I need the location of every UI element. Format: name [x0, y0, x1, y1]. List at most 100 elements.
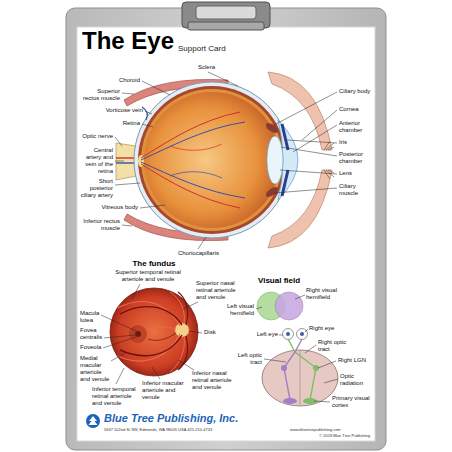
leader-line [318, 361, 336, 368]
part-label: Choroid [119, 77, 140, 84]
part-label: Posterior chamber [339, 151, 373, 165]
leader-line [140, 205, 165, 208]
part-label: Left eye [257, 331, 278, 338]
eye-cross-section [170, 172, 222, 178]
leader-line [116, 368, 124, 384]
leader-line [274, 188, 337, 193]
fundus [148, 333, 176, 340]
visual-pathway [283, 398, 297, 404]
part-label: Ciliary muscle [339, 183, 373, 197]
leader-line [189, 331, 202, 333]
publisher-logo [89, 416, 98, 425]
eye-cross-section [141, 122, 245, 160]
visual-pathway [300, 332, 304, 336]
part-label: Right eye [309, 325, 334, 332]
eye-cross-section [141, 162, 245, 198]
leader-line [142, 124, 153, 127]
leader-line [198, 237, 206, 249]
part-label: Left visual hemifield [220, 303, 254, 317]
leader-line [281, 147, 337, 156]
leader-line [287, 140, 337, 143]
part-label: Right optic tract [318, 339, 358, 353]
eye-cross-section [141, 112, 240, 158]
leader-line [324, 379, 338, 383]
part-label: Medial macular arteriole and venule [80, 355, 110, 383]
eyelid [268, 170, 332, 248]
leader-line [208, 72, 238, 86]
part-label: Central artery and vein of the retina [81, 147, 113, 175]
part-label: Ciliary body [339, 88, 370, 95]
fundus [175, 323, 189, 337]
leader-line [280, 170, 337, 174]
eyelid [268, 72, 332, 150]
publisher-logo [86, 414, 100, 428]
part-label: Vorticose vein [106, 107, 143, 114]
fundus [110, 288, 198, 376]
fundus [129, 325, 147, 343]
visual-pathway [300, 351, 301, 405]
part-label: Lens [339, 170, 352, 177]
part-label: Inferior temporal retinal arteriole and … [92, 386, 138, 407]
part-label: Choriocapillaris [178, 250, 219, 257]
part-label: Cornea [339, 106, 359, 113]
leader-line [145, 111, 152, 114]
visual-pathway [283, 329, 294, 340]
eye-cross-section [141, 89, 283, 231]
fundus [135, 331, 141, 337]
eye-cross-section [282, 124, 288, 150]
fundus [110, 288, 198, 376]
eye-cross-section [144, 92, 280, 228]
leader-line [122, 93, 134, 94]
leader-line [132, 284, 140, 299]
leader-line [295, 295, 305, 299]
clipboard [66, 2, 386, 450]
eye-cross-section [134, 82, 290, 238]
leader-line [115, 183, 140, 185]
website: www.bluetreepublishing.com [290, 427, 341, 432]
part-label: Optic nerve [82, 133, 113, 140]
visual-pathway [262, 350, 338, 406]
leader-line [183, 302, 198, 309]
section-heading: The fundus [119, 259, 189, 268]
part-label: Superior rectus muscle [80, 88, 120, 102]
address: 5637 102nd St SW, Edmonds, WA 98026 USA … [104, 427, 212, 432]
visual-pathway [297, 329, 308, 340]
part-label: Inferior nasal retinal arteriole and ven… [192, 370, 238, 391]
eye-cross-section [116, 79, 298, 240]
visual-pathway [286, 332, 290, 336]
part-label: Superior nasal retinal arteriole and ven… [196, 280, 244, 301]
eye-cross-section [267, 136, 283, 184]
fundus [120, 307, 182, 325]
part-label: Anterior chamber [339, 120, 373, 134]
part-label: Inferior rectus muscle [80, 218, 120, 232]
eye-cross-section [138, 86, 286, 234]
part-label: Superior temporal retinal arteriole and … [108, 269, 188, 283]
eye-cross-section [141, 164, 240, 208]
leader-line [152, 367, 160, 379]
leader-line [305, 329, 308, 332]
copyright: © 2018 Blue Tree Publishing [319, 433, 370, 438]
subtitle: Support Card [178, 44, 226, 53]
section-heading: Visual field [258, 276, 300, 285]
eye-cross-section [170, 144, 222, 150]
leader-line [103, 337, 136, 348]
leader-line [101, 315, 136, 331]
clipboard [188, 22, 264, 30]
part-label: Foveola [80, 344, 101, 351]
leader-line [104, 335, 135, 338]
visual-pathway [281, 365, 287, 371]
publisher-name: Blue Tree Publishing, Inc. [104, 412, 238, 424]
leader-line [115, 161, 124, 162]
leader-line [256, 307, 262, 309]
title: The Eye [82, 28, 174, 54]
eye-cross-section [116, 143, 136, 180]
part-label: Disk [204, 329, 216, 336]
clipboard [77, 27, 375, 441]
leader-line [305, 345, 316, 353]
visual-field [257, 292, 303, 320]
fundus [148, 327, 176, 330]
eye-cross-section [264, 185, 279, 199]
part-label: Sclera [198, 64, 215, 71]
leader-line [115, 137, 122, 146]
